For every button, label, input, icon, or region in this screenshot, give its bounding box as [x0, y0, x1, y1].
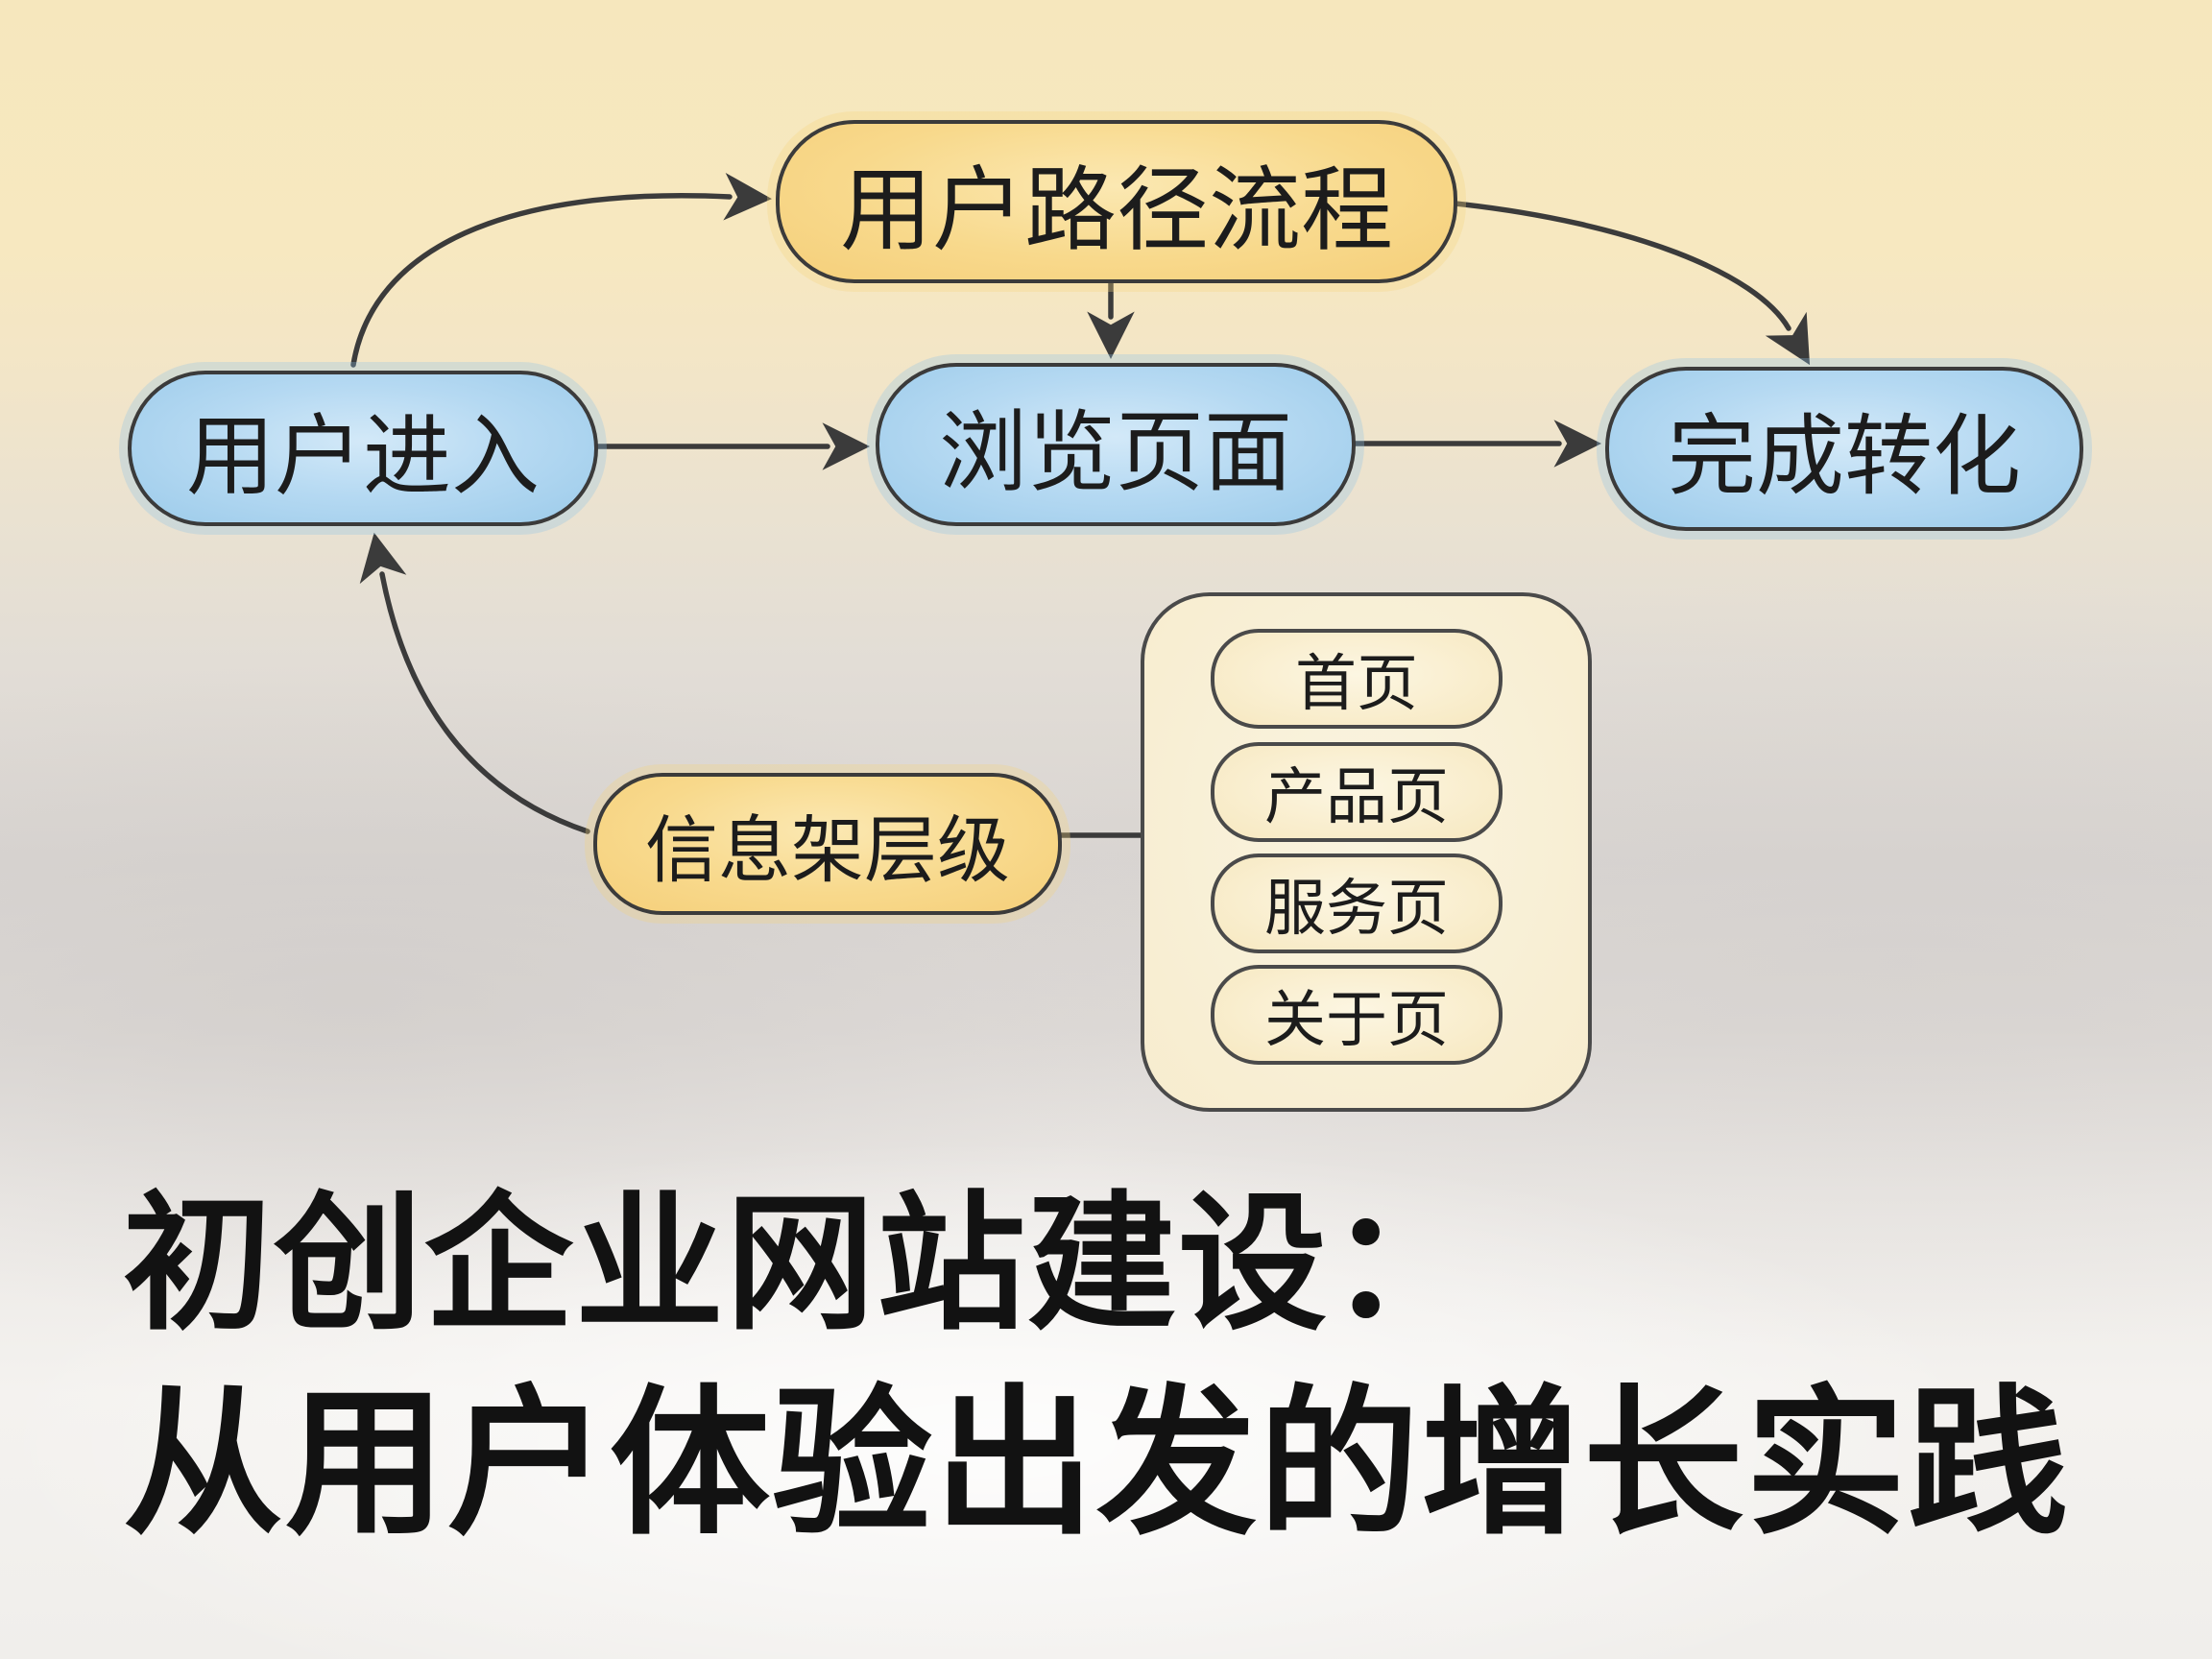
node-user-path-flow: 用户路径流程 — [776, 120, 1457, 283]
ia-pages-container: 首页 产品页 服务页 关于页 — [1141, 592, 1592, 1112]
node-browse-pages: 浏览页面 — [876, 363, 1356, 526]
arrow-ia-to-enter — [359, 532, 590, 834]
pill-home-page: 首页 — [1211, 629, 1503, 729]
arrow-path-to-convert — [1453, 201, 1811, 366]
poster-title: 初创企业网站建设： 从用户体验出发的增长实践 — [123, 1189, 2070, 1544]
title-line-2: 从用户体验出发的增长实践 — [123, 1369, 2071, 1557]
node-complete-conversion: 完成转化 — [1605, 367, 2083, 531]
node-ia-hierarchy: 信息架层级 — [593, 773, 1062, 915]
pill-service-page: 服务页 — [1211, 854, 1503, 953]
arrow-enter-to-path — [350, 173, 772, 368]
pill-product-page: 产品页 — [1211, 742, 1503, 842]
title-line-1: 初创企业网站建设： — [123, 1175, 1479, 1351]
pill-about-page: 关于页 — [1211, 965, 1503, 1065]
node-user-enter: 用户进入 — [128, 371, 598, 526]
